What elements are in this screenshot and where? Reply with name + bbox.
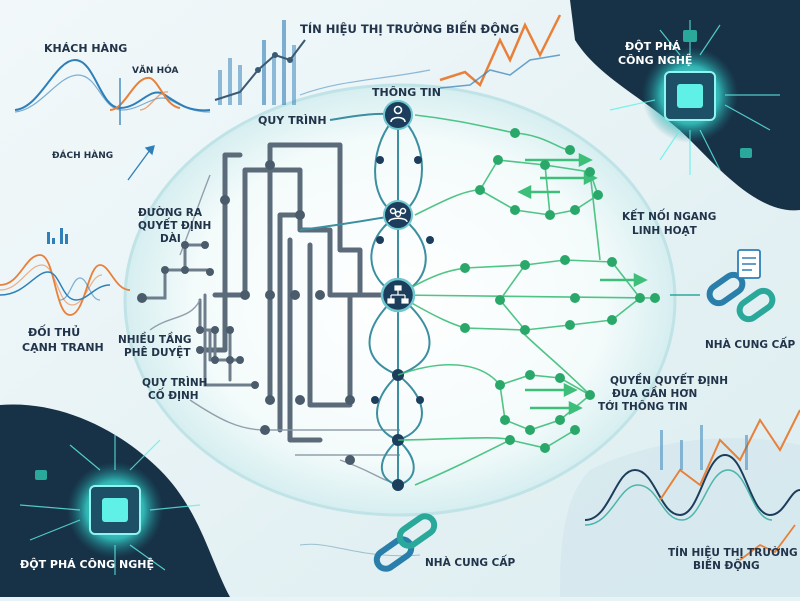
org-chart-icon: [387, 285, 409, 304]
flow-arrows: [517, 152, 648, 416]
label-quyen-1: QUYỀN QUYẾT ĐỊNH: [610, 372, 728, 387]
label-duong-ra-3: DÀI: [160, 232, 181, 245]
label-tech-bottom: ĐỘT PHÁ CÔNG NGHỆ: [20, 558, 154, 571]
rigid-process-pipes: [197, 142, 388, 443]
decor-arrows: [119, 78, 155, 181]
label-van-hoa: VĂN HÓA: [132, 64, 179, 76]
node-info: [383, 100, 413, 130]
label-nhieu-tang-1: NHIỀU TẦNG: [118, 332, 192, 346]
label-ket-noi-1: KẾT NỐI NGANG: [622, 208, 716, 223]
label-market-bottom-1: TÍN HIỆU THỊ TRƯỜNG: [668, 546, 798, 559]
bottom-chain: [299, 513, 438, 572]
label-quyen-2: ĐƯA GẦN HƠN: [612, 386, 697, 400]
label-thong-tin: THÔNG TIN: [372, 86, 441, 99]
node-hub: [380, 277, 416, 313]
label-duong-ra-2: QUYẾT ĐỊNH: [138, 217, 211, 232]
flexible-network-nodes: [460, 128, 660, 453]
top-bar-chart: [214, 20, 431, 105]
label-dach-hang: ĐÁCH HÀNG: [52, 149, 113, 161]
team-icon: [388, 207, 408, 223]
customer-wave-chart: [14, 58, 211, 113]
top-market-line: [439, 14, 562, 89]
label-ket-noi-2: LINH HOẠT: [632, 225, 698, 237]
label-nhieu-tang-2: PHÊ DUYỆT: [124, 346, 191, 359]
bottom-right-market-waves: [584, 409, 800, 561]
label-market-bottom-2: BIẾN ĐỘNG: [693, 557, 760, 572]
label-fixed-1: QUY TRÌNH: [142, 376, 207, 389]
bottom-left-chip: [19, 435, 201, 575]
label-fixed-2: CỐ ĐỊNH: [148, 387, 199, 402]
label-doi-thu-1: ĐỐI THỦ: [28, 324, 80, 339]
label-khach-hang: KHÁCH HÀNG: [44, 42, 127, 55]
label-tech-top-2: CÔNG NGHỆ: [618, 54, 692, 67]
node-team: [383, 200, 413, 230]
label-duong-ra-1: ĐƯỜNG RA: [138, 206, 203, 219]
gray-nodes: [137, 160, 355, 465]
label-doi-thu-2: CẠNH TRANH: [22, 341, 104, 354]
label-quy-trinh: QUY TRÌNH: [258, 114, 327, 127]
competitor-wave: [0, 228, 131, 316]
label-market-top: TÍN HIỆU THỊ TRƯỜNG BIẾN ĐỘNG: [300, 20, 519, 36]
label-supplier-right: NHÀ CUNG CẤP: [705, 336, 795, 351]
document-icon: [737, 249, 761, 279]
right-chain: [670, 249, 776, 323]
label-tech-top-1: ĐỘT PHÁ: [625, 40, 681, 53]
user-icon: [390, 105, 406, 123]
label-quyen-3: TỚI THÔNG TIN: [598, 400, 688, 413]
top-right-chip: [609, 20, 780, 175]
label-supplier-bottom: NHÀ CUNG CẤP: [425, 554, 515, 569]
